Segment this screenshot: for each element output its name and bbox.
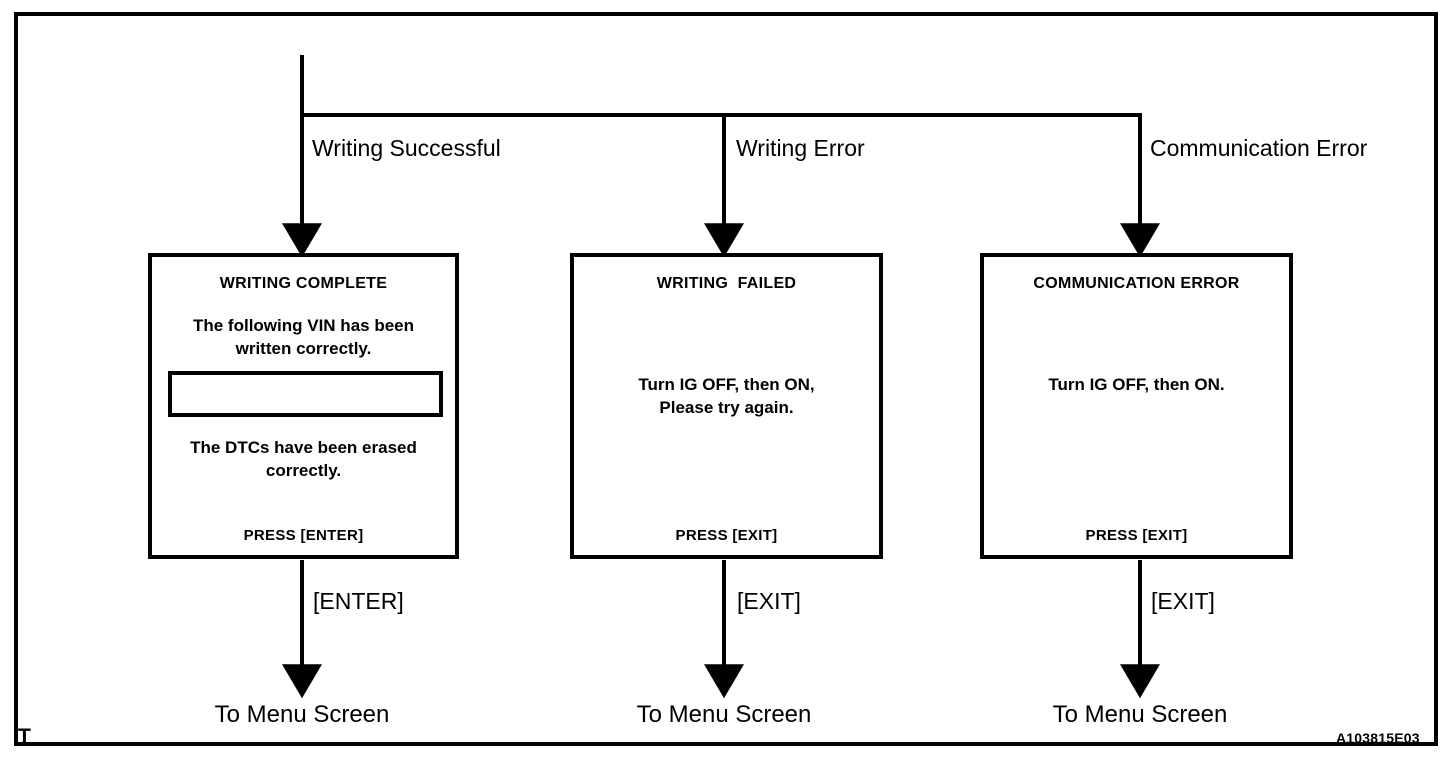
- screen-title-writing-failed: WRITING FAILED: [656, 275, 797, 292]
- exit-key-label-exit-1: [EXIT]: [737, 588, 801, 614]
- terminal-to-menu-screen-1: To Menu Screen: [214, 701, 390, 728]
- branch-label-writing-error: Writing Error: [736, 135, 865, 161]
- screen-message-ig-cycle: Turn IG OFF, then ON.: [1048, 375, 1225, 394]
- terminal-to-menu-screen-3: To Menu Screen: [1052, 701, 1228, 728]
- vin-display-field[interactable]: [168, 371, 443, 417]
- screen-writing-complete: WRITING COMPLETE The following VIN has b…: [148, 253, 459, 559]
- corner-mark-t: T: [18, 725, 31, 748]
- screen-communication-error: COMMUNICATION ERROR Turn IG OFF, then ON…: [980, 253, 1293, 559]
- screen-title-communication-error: COMMUNICATION ERROR: [1033, 275, 1240, 292]
- screen-footer-press-exit-2: PRESS [EXIT]: [1085, 527, 1188, 544]
- screen-footer-press-enter: PRESS [ENTER]: [243, 527, 364, 544]
- figure-reference-code: A103815E03: [1336, 730, 1420, 746]
- branch-label-communication-error: Communication Error: [1150, 135, 1368, 161]
- screen-message-retry: Turn IG OFF, then ON, Please try again.: [638, 375, 815, 417]
- figure-border: [14, 12, 1438, 746]
- screen-writing-failed: WRITING FAILED Turn IG OFF, then ON, Ple…: [570, 253, 883, 559]
- screen-message-dtc-erased: The DTCs have been erased correctly.: [190, 438, 417, 480]
- exit-key-label-enter: [ENTER]: [313, 588, 404, 614]
- branch-label-writing-successful: Writing Successful: [312, 135, 501, 161]
- terminal-to-menu-screen-2: To Menu Screen: [636, 701, 812, 728]
- screen-title-writing-complete: WRITING COMPLETE: [219, 275, 388, 292]
- screen-footer-press-exit-1: PRESS [EXIT]: [675, 527, 778, 544]
- exit-key-label-exit-2: [EXIT]: [1151, 588, 1215, 614]
- screen-message-vin-written: The following VIN has been written corre…: [192, 316, 415, 358]
